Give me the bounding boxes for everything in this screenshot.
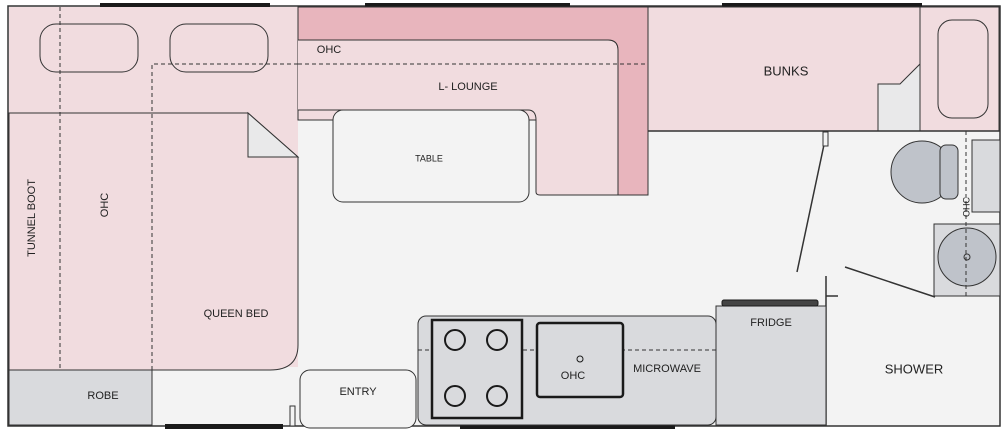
lounge-backrest-strip (297, 6, 649, 196)
burner-icon (444, 385, 466, 407)
door-jamb (822, 131, 829, 147)
window (365, 3, 570, 8)
washbasin (937, 227, 997, 287)
table-label: TABLE (415, 153, 443, 163)
window (100, 3, 270, 8)
fridge (715, 305, 827, 426)
ohc-dashed-outline (59, 7, 298, 370)
washbasin-drain (963, 253, 971, 261)
l-lounge-label: L- LOUNGE (438, 81, 497, 93)
ohc-bed-label: OHC (99, 193, 111, 218)
ohc-microwave-label: OHC (561, 370, 586, 382)
robe (8, 369, 153, 426)
burner-icon (486, 385, 508, 407)
pillow-left (39, 23, 139, 73)
window (722, 3, 922, 8)
table (332, 109, 530, 203)
burner-icon (486, 329, 508, 351)
sink-drain (576, 355, 584, 363)
entry-label: ENTRY (339, 386, 377, 398)
microwave-label: MICROWAVE (633, 363, 701, 375)
vanity-basin (937, 19, 989, 119)
ohc-lounge-label: OHC (317, 44, 342, 56)
toilet-cistern (971, 139, 1001, 213)
bunks-label: BUNKS (764, 63, 809, 78)
burner-icon (444, 329, 466, 351)
entry-door-jamb (289, 405, 296, 427)
queen-bed-label: QUEEN BED (204, 308, 269, 320)
sink (535, 321, 625, 399)
bunks (647, 6, 921, 132)
robe-label: ROBE (87, 390, 118, 402)
ensuite-door-swing (796, 139, 936, 298)
ohc-ensuite-label: OHC (961, 197, 971, 218)
fridge-vent (721, 299, 819, 307)
toilet-seat-edge (939, 144, 959, 200)
fridge-label: FRIDGE (750, 317, 792, 329)
window (165, 424, 283, 429)
window (460, 424, 675, 429)
tunnel-boot-label: TUNNEL BOOT (26, 179, 38, 257)
shower-label: SHOWER (885, 361, 944, 376)
queen-bed (8, 112, 299, 371)
entry-step (299, 369, 417, 429)
windows (100, 3, 922, 429)
pillow-right (169, 23, 269, 73)
bed-fold-corner (247, 111, 300, 158)
